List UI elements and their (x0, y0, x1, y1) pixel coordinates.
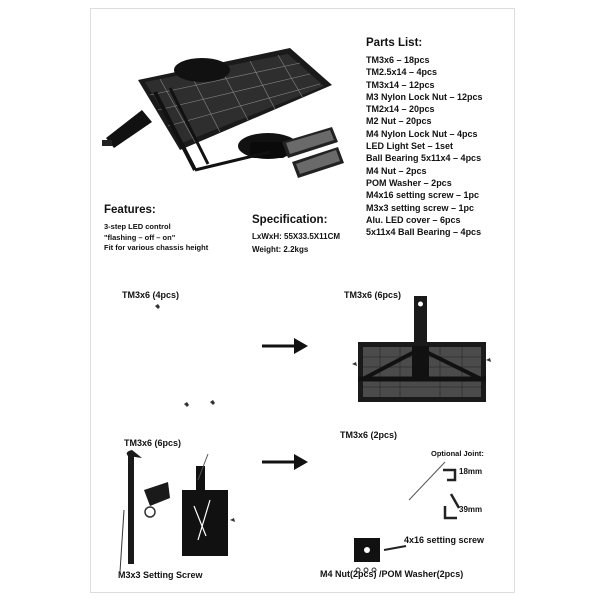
parts-list: TM3x6 – 18pcs TM2.5x14 – 4pcs TM3x14 – 1… (366, 54, 483, 238)
trailer-frame-diagram-icon (350, 294, 495, 406)
list-item: M2 Nut – 20pcs (366, 115, 483, 127)
nut-washer-label: M4 Nut(2pcs) /POM Washer(2pcs) (320, 569, 463, 579)
list-item: Fit for various chassis height (104, 243, 208, 254)
list-item: 3-step LED control (104, 222, 208, 233)
list-item: "flashing – off – on" (104, 233, 208, 244)
list-item: Weight: 2.2kgs (252, 244, 340, 257)
specification-list: LxWxH: 55X33.5X11CM Weight: 2.2kgs (252, 231, 340, 256)
list-item: M3x3 setting screw – 1pc (366, 202, 483, 214)
list-item: TM3x14 – 12pcs (366, 79, 483, 91)
specification-title: Specification: (252, 214, 327, 226)
parts-list-title: Parts List: (366, 37, 422, 49)
list-item: 5x11x4 Ball Bearing – 4pcs (366, 226, 483, 238)
list-item: TM3x6 – 18pcs (366, 54, 483, 66)
trailer-photo (100, 30, 360, 205)
dimension-39mm: 39mm (459, 505, 482, 514)
m3x3-setting-screw-label: M3x3 Setting Screw (118, 570, 203, 580)
list-item: M3 Nylon Lock Nut – 12pcs (366, 91, 483, 103)
list-item: LED Light Set – 1set (366, 140, 483, 152)
dimension-18mm: 18mm (459, 467, 482, 476)
features-list: 3-step LED control "flashing – off – on"… (104, 222, 208, 254)
list-item: TM2.5x14 – 4pcs (366, 66, 483, 78)
step1-left-label: TM3x6 (4pcs) (122, 290, 179, 300)
list-item: POM Washer – 2pcs (366, 177, 483, 189)
optional-joint-label: Optional Joint: (431, 449, 484, 458)
list-item: M4 Nut – 2pcs (366, 165, 483, 177)
list-item: M4 Nylon Lock Nut – 4pcs (366, 128, 483, 140)
nut-washer-icon (350, 530, 410, 574)
features-title: Features: (104, 204, 156, 216)
arrow-right-icon (260, 452, 310, 472)
list-item: Alu. LED cover – 6pcs (366, 214, 483, 226)
list-item: LxWxH: 55X33.5X11CM (252, 231, 340, 244)
screw-icon (150, 302, 220, 414)
step2-left-label: TM3x6 (6pcs) (124, 438, 181, 448)
setting-screw-label: 4x16 setting screw (404, 535, 484, 545)
ramp-icon (282, 127, 344, 178)
arrow-right-icon (260, 336, 310, 356)
list-item: M4x16 setting screw – 1pc (366, 189, 483, 201)
hitch-assembly-icon (110, 450, 250, 580)
list-item: TM2x14 – 20pcs (366, 103, 483, 115)
step2-right-label: TM3x6 (2pcs) (340, 430, 397, 440)
list-item: Ball Bearing 5x11x4 – 4pcs (366, 152, 483, 164)
